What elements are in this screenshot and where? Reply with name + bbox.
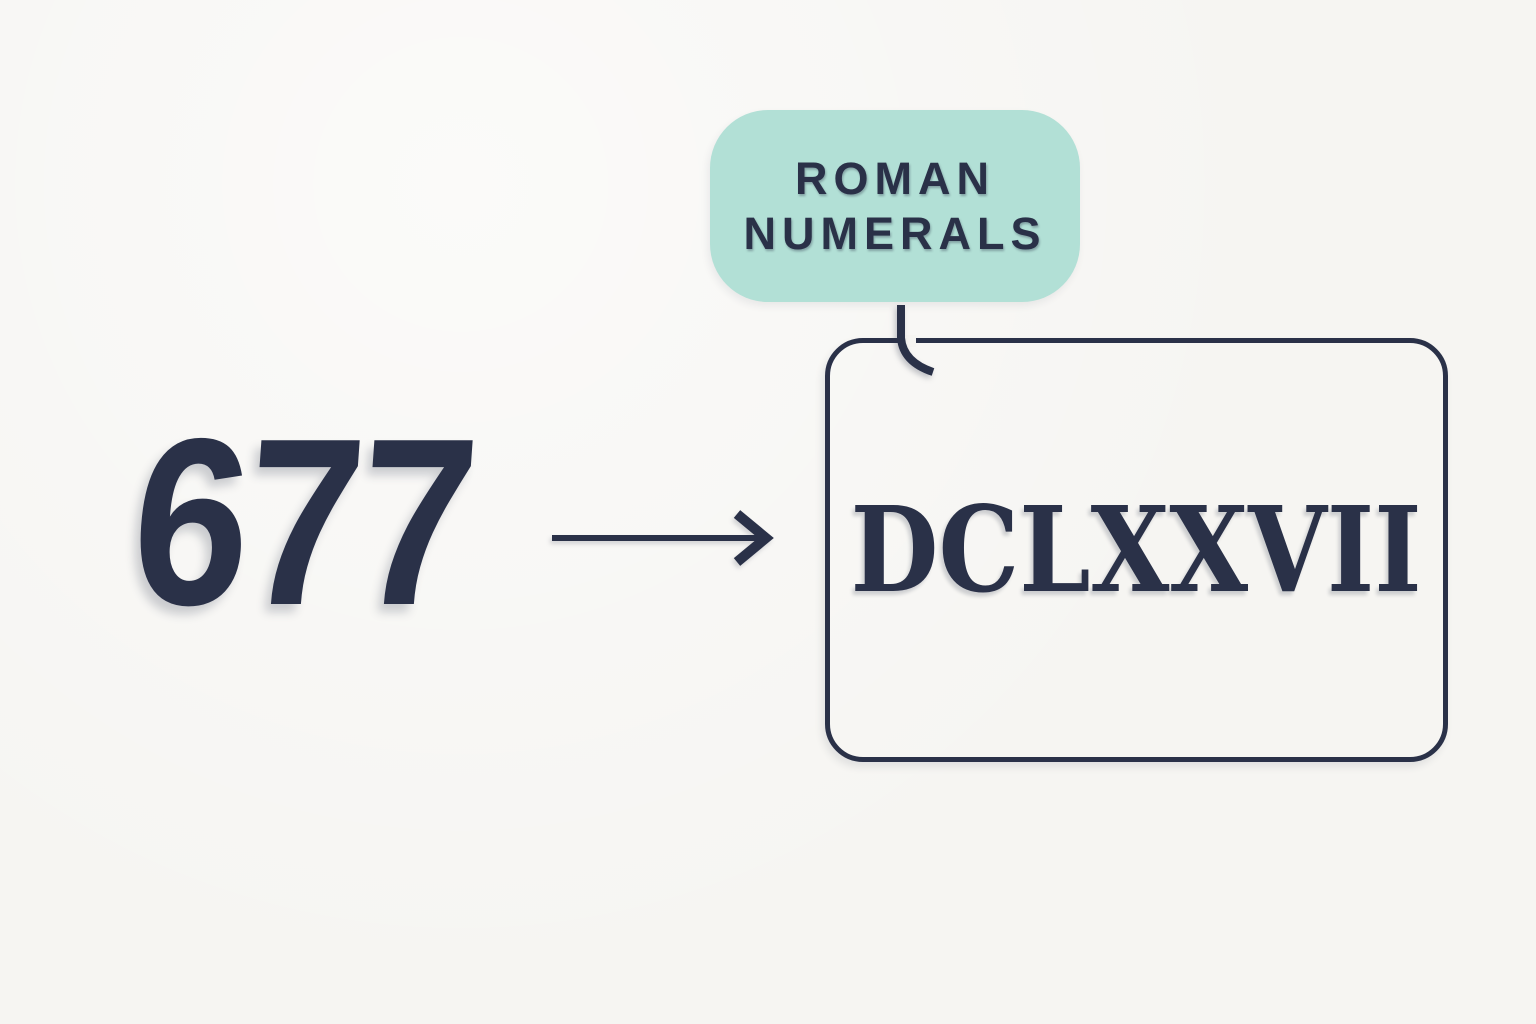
system-label-badge: ROMAN NUMERALS [710, 110, 1080, 302]
border-gap [904, 335, 916, 347]
result-box: DCLXXVII [825, 338, 1448, 762]
result-numeral: DCLXXVII [850, 480, 1423, 619]
connector-hook-icon [880, 300, 960, 384]
system-label-line1: ROMAN [795, 153, 995, 204]
source-number: 677 [124, 390, 482, 655]
arrow-right-icon [540, 498, 775, 578]
system-label-line2: NUMERALS [743, 208, 1047, 259]
